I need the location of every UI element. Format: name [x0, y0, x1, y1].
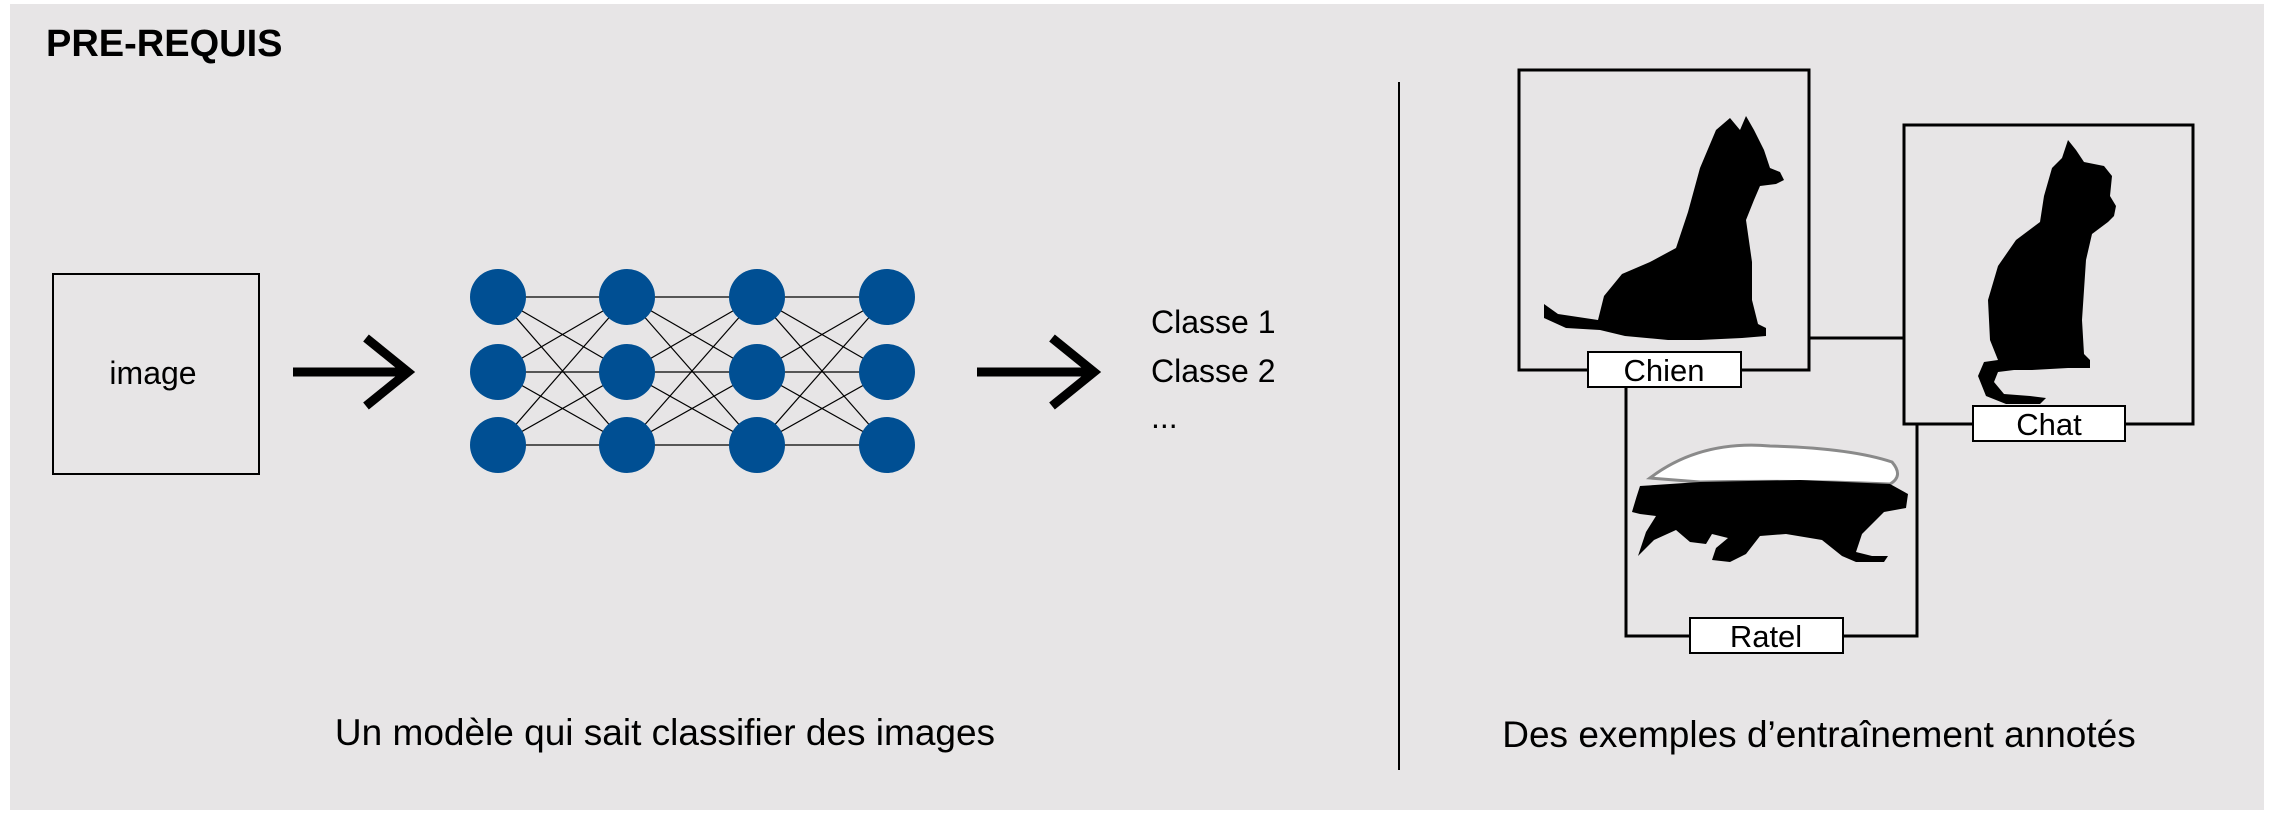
network-node [599, 417, 655, 473]
network-edge [626, 296, 758, 446]
cat-label: Chat [2016, 407, 2082, 442]
network-node [470, 269, 526, 325]
honey-badger-icon [1632, 443, 1908, 562]
diagram-panel [10, 4, 2264, 810]
network-edge [756, 296, 888, 446]
examples-caption: Des exemples d’entraînement annotés [1502, 714, 2135, 755]
network-node [859, 417, 915, 473]
badger-label: Ratel [1730, 619, 1802, 654]
network-node [729, 269, 785, 325]
dog-icon [1544, 116, 1784, 340]
right-arrow-icon [293, 334, 416, 410]
network-connections [497, 296, 888, 446]
network-node [729, 344, 785, 400]
neural-network [470, 269, 915, 473]
network-node [470, 417, 526, 473]
output-ellipsis: ... [1151, 399, 1178, 435]
dog-label: Chien [1624, 353, 1705, 388]
dog-label-box [1587, 351, 1742, 388]
example-connectors [1624, 336, 1919, 638]
network-edge [497, 296, 628, 446]
badger-label-box [1689, 617, 1844, 654]
network-node [729, 417, 785, 473]
output-class-2: Classe 2 [1151, 353, 1276, 389]
cat-label-box [1972, 405, 2126, 442]
network-node [599, 344, 655, 400]
network-node [470, 344, 526, 400]
input-image-box [52, 273, 260, 475]
network-node [859, 344, 915, 400]
network-node [859, 269, 915, 325]
model-caption: Un modèle qui sait classifier des images [335, 712, 995, 753]
right-arrow-icon [977, 334, 1102, 410]
cat-icon [1978, 140, 2116, 404]
page-title: PRE-REQUIS [46, 23, 282, 65]
output-class-1: Classe 1 [1151, 304, 1276, 340]
network-node [599, 269, 655, 325]
input-image-label: image [109, 355, 196, 391]
